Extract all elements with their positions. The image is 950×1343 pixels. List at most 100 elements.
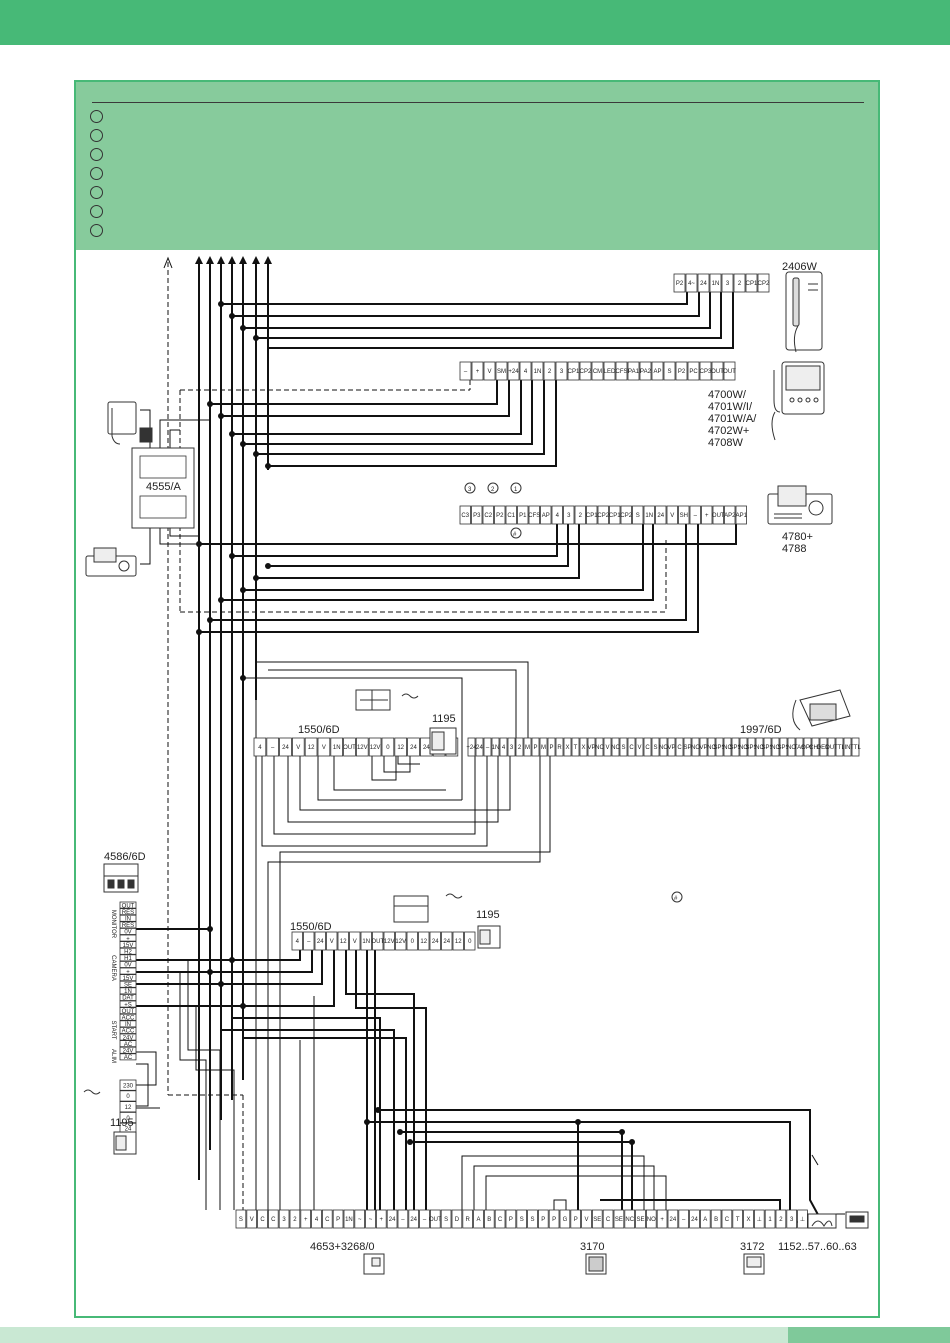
svg-text:12: 12	[308, 745, 315, 751]
svg-text:P3: P3	[473, 513, 481, 519]
svg-text:3: 3	[468, 487, 472, 493]
svg-text:V: V	[250, 1217, 254, 1223]
svg-text:P1: P1	[519, 513, 527, 519]
svg-text:R: R	[466, 1217, 471, 1223]
t4700-terminal: 1N	[531, 361, 544, 381]
t_bottom-terminal: T	[732, 1209, 743, 1229]
t1997-terminal: P	[547, 737, 556, 757]
svg-text:–: –	[271, 745, 275, 751]
t1550a-terminal: 0	[381, 737, 395, 757]
svg-text:12: 12	[397, 745, 404, 751]
t_bottom-terminal: ⊥	[754, 1209, 765, 1229]
svg-text:P: P	[509, 1217, 513, 1223]
svg-text:CHS: CHS	[809, 745, 822, 751]
t1997-terminal: VP	[587, 737, 596, 757]
t_bottom-terminal: A	[473, 1209, 484, 1229]
svg-text:NC: NC	[611, 745, 620, 751]
t_bottom-terminal: S	[440, 1209, 452, 1229]
svg-text:–: –	[464, 369, 468, 375]
t1997-terminal: C	[643, 737, 652, 757]
label-4700-line2: 4701W/I/	[708, 401, 753, 413]
svg-text:B: B	[714, 1217, 718, 1223]
t1997-terminal: SPS	[713, 737, 726, 757]
t1997-terminal: 3	[507, 737, 516, 757]
svg-text:V: V	[296, 745, 300, 751]
label-4700-line1: 4700W/	[708, 389, 747, 401]
svg-text:NO: NO	[787, 745, 796, 751]
t4780-terminal: C2	[482, 505, 494, 525]
t1997-terminal: CHS	[809, 737, 822, 757]
t4586-terminal: AC	[119, 1053, 137, 1061]
svg-text:S: S	[653, 745, 657, 751]
svg-text:0: 0	[468, 939, 472, 945]
t_bottom-terminal: B	[483, 1209, 495, 1229]
svg-text:T: T	[574, 745, 578, 751]
t4586-terminal: H1	[119, 954, 137, 962]
t1997-terminal: TTL	[834, 737, 845, 757]
t1550b-terminal: 24	[314, 931, 326, 951]
t4700-terminal: CM	[591, 361, 604, 381]
t4700-terminal: S	[663, 361, 676, 381]
svg-text:4~: 4~	[688, 281, 695, 287]
svg-text:T: T	[736, 1217, 740, 1223]
svg-text:4: 4	[502, 745, 506, 751]
svg-text:P: P	[549, 745, 553, 751]
svg-text:C: C	[260, 1217, 265, 1223]
svg-text:D: D	[455, 1217, 460, 1223]
top-header-bar	[0, 0, 950, 45]
t1550a-terminal: 24	[407, 737, 420, 757]
svg-text:~: ~	[358, 1217, 362, 1223]
svg-text:V: V	[637, 745, 641, 751]
svg-text:15V: 15V	[123, 976, 134, 982]
t_bottom-terminal: 1	[764, 1209, 776, 1229]
svg-text:0: 0	[126, 1116, 130, 1122]
junction-dots-a	[196, 301, 271, 681]
label-1195c: 1195	[110, 1117, 134, 1129]
junction-dots-b	[207, 926, 635, 1145]
svg-text:24: 24	[700, 281, 707, 287]
svg-text:OUT: OUT	[712, 513, 725, 519]
t1550b-terminal: –	[303, 931, 315, 951]
svg-text:⊥: ⊥	[757, 1216, 762, 1223]
t1997-terminal: T	[571, 737, 580, 757]
svg-text:NC: NC	[771, 745, 780, 751]
svg-text:NC: NC	[723, 745, 732, 751]
t1550a-terminal: V	[317, 737, 331, 757]
svg-text:0: 0	[411, 939, 415, 945]
svg-text:X: X	[746, 1217, 750, 1223]
svg-text:SPS: SPS	[745, 745, 757, 751]
t1550b-terminal: 12V	[395, 931, 407, 951]
panel-3170-icon	[585, 1253, 607, 1275]
t2406-terminal: 24	[697, 273, 710, 293]
svg-text:24: 24	[423, 745, 430, 751]
svg-text:24: 24	[443, 939, 450, 945]
t1997-terminal: OUT	[825, 737, 838, 757]
svg-text:⊥: ⊥	[800, 1216, 805, 1223]
t2406-terminal: 4~	[685, 273, 698, 293]
module-4555-upper	[139, 455, 187, 479]
svg-text:12: 12	[455, 939, 462, 945]
svg-text:CP2: CP2	[758, 281, 770, 287]
svg-text:G: G	[563, 1217, 568, 1223]
t4780-terminal: 24	[655, 505, 667, 525]
t_bottom-terminal: X	[743, 1209, 754, 1229]
t4700-terminal: –	[459, 361, 472, 381]
t_bottom-terminal: +	[300, 1209, 311, 1229]
t4586-terminal: SE	[119, 980, 137, 989]
t1997-terminal: SPS	[761, 737, 774, 757]
label-4700-line4: 4702W+	[708, 425, 749, 437]
label-1195b: 1195	[476, 909, 500, 921]
svg-text:S: S	[444, 1217, 448, 1223]
ac-symbol-1550b	[445, 893, 463, 899]
svg-text:3: 3	[560, 369, 564, 375]
ac-symbol-left	[83, 1089, 101, 1095]
t4780-terminal: CP1	[586, 505, 598, 525]
t4586-terminal: +	[119, 934, 137, 942]
label-2406w: 2406W	[782, 261, 817, 273]
t_bottom-terminal: C	[321, 1209, 333, 1229]
svg-text:#: #	[674, 896, 678, 902]
